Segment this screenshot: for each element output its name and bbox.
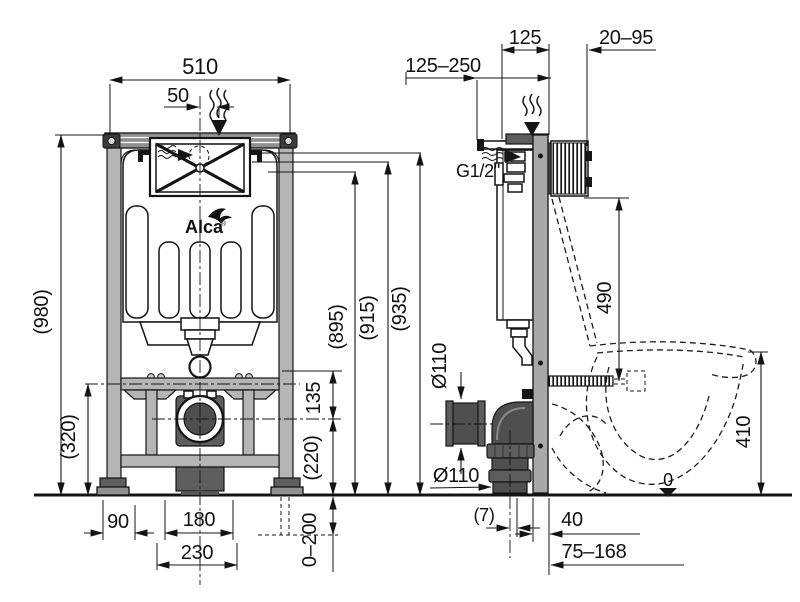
dim-895-label: (895) <box>326 304 348 349</box>
dim-220-label: (220) <box>301 435 323 480</box>
dim-125-250-label: 125–250 <box>405 55 481 77</box>
dim-135-label: 135 <box>303 382 325 415</box>
dim-50: 50 <box>164 85 234 118</box>
dim-980: (980) <box>31 134 105 496</box>
dim-125-label: 125 <box>509 27 542 49</box>
dim-490-label: 490 <box>594 282 616 315</box>
down-arrow-icon <box>211 120 227 136</box>
dim-220: (220) <box>301 418 337 496</box>
flush-bend-pipe <box>512 336 533 366</box>
dim-0-200-label: 0–200 <box>299 513 321 567</box>
corner-screw <box>284 136 293 146</box>
dim-40: 40 <box>515 498 640 575</box>
datum-zero: 0 <box>659 470 677 497</box>
dim-915: (915) <box>252 161 392 496</box>
dim-dia110-elbow: Ø110 <box>429 465 492 491</box>
dim-20-95-label: 20–95 <box>599 27 653 49</box>
clip <box>586 151 592 161</box>
side-view: G1/2" <box>405 27 768 575</box>
cistern-rib <box>158 241 180 319</box>
dim-230: 230 <box>156 542 238 570</box>
dim-90-label: 90 <box>107 511 129 533</box>
bird-icon <box>208 208 232 224</box>
cistern-rib <box>251 205 275 319</box>
cistern-rib <box>125 205 149 319</box>
dim-135: 135 <box>282 370 342 420</box>
dim-320: (320) <box>58 383 92 496</box>
dim-7: (7) <box>473 498 540 537</box>
dim-40-label: 40 <box>561 509 583 531</box>
cistern-side <box>494 140 534 399</box>
datum-zero-label: 0 <box>663 470 673 490</box>
panel-clamp <box>138 150 152 162</box>
flush-plate-box <box>547 140 592 197</box>
dim-75-168-label: 75–168 <box>562 541 627 563</box>
odour-steam-symbol-side <box>522 93 542 136</box>
rod-nut-hidden <box>626 370 646 392</box>
down-arrow-icon <box>524 122 540 136</box>
airflow-symbol <box>157 145 193 161</box>
waste-sleeve <box>430 400 496 447</box>
water-arrow-icon <box>505 149 521 163</box>
dim-320-label: (320) <box>58 414 80 459</box>
dim-90: 90 <box>84 500 154 540</box>
airflow-arrow-icon <box>178 149 193 161</box>
dim-g12-label: G1/2" <box>456 161 500 181</box>
dim-50-label: 50 <box>167 85 189 107</box>
dim-410: 410 <box>733 351 768 496</box>
dim-510: 510 <box>109 54 291 133</box>
frame-rails <box>96 145 304 496</box>
dim-125: 125 <box>501 27 550 139</box>
alca-logo: Alca ® <box>185 208 232 237</box>
dim-7-label: (7) <box>473 505 494 525</box>
dim-980-label: (980) <box>31 289 53 334</box>
dim-180: 180 <box>164 500 234 540</box>
dim-410-label: 410 <box>733 416 755 449</box>
bracket <box>522 389 533 399</box>
dim-75-168: 75–168 <box>550 541 684 569</box>
strut <box>145 389 158 456</box>
mounting-rod <box>548 370 646 392</box>
dim-490: 490 <box>584 197 629 382</box>
dim-dia110-sleeve: Ø110 <box>429 343 465 474</box>
cistern-rib <box>220 241 242 319</box>
dim-935-label: (935) <box>389 286 411 331</box>
dim-180-label: 180 <box>183 509 216 531</box>
corner-brace <box>120 149 137 166</box>
strut <box>242 389 255 456</box>
dim-935: (935) <box>252 152 424 496</box>
dim-915-label: (915) <box>357 295 379 340</box>
dim-0-200: 0–200 <box>258 496 338 572</box>
front-view: Alca ® <box>31 54 424 585</box>
dim-20-95: 20–95 <box>586 27 656 146</box>
datum-triangle-icon <box>659 488 677 497</box>
wc-bowl-outline <box>551 196 757 494</box>
dim-125-250: 125–250 <box>405 55 551 140</box>
dim-dia110-sleeve-label: Ø110 <box>429 343 451 389</box>
registered-mark: ® <box>221 220 227 228</box>
frame-post-side <box>505 133 549 494</box>
dim-895: (895) <box>268 171 359 496</box>
waste-elbow <box>486 401 535 558</box>
corner-brace <box>263 149 280 166</box>
dim-dia110-elbow-label: Ø110 <box>433 465 479 487</box>
corner-screw <box>107 136 116 146</box>
dim-230-label: 230 <box>181 542 214 564</box>
dim-510-label: 510 <box>182 54 218 79</box>
brand-text: Alca <box>185 217 224 237</box>
clip <box>586 177 592 187</box>
